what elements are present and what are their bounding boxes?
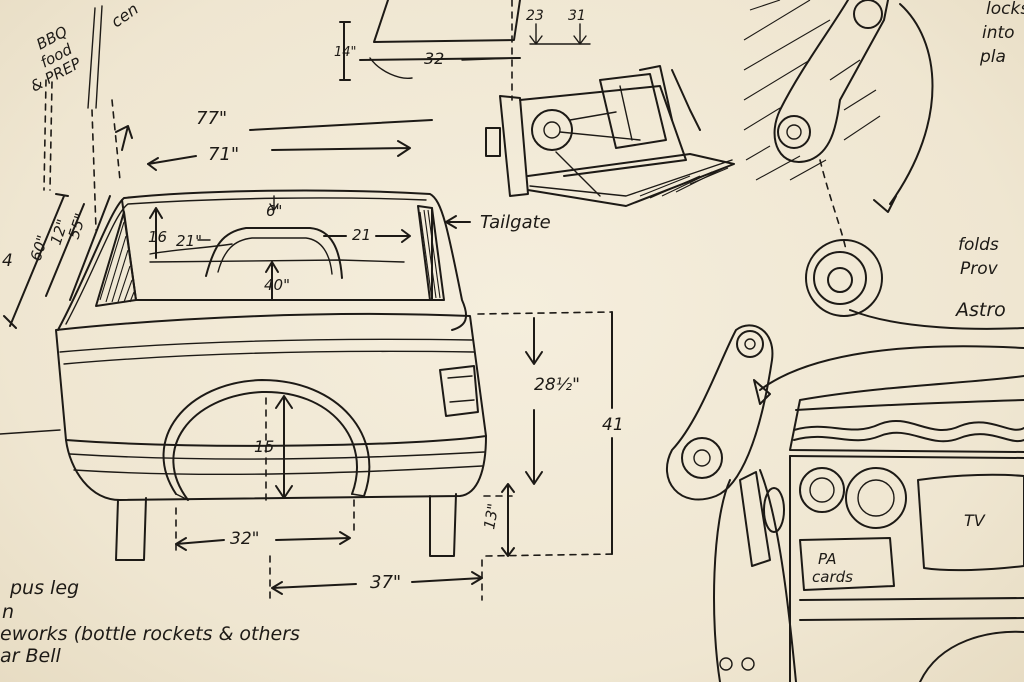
dim-23: 23: [526, 8, 544, 24]
note-astro: Astro: [954, 299, 1006, 321]
dim-21a: 21": [176, 232, 202, 250]
dim-21b: 21: [352, 226, 371, 244]
dim-71-label: 71": [208, 144, 239, 165]
note-cen: cen: [107, 0, 141, 31]
pa-label-1: PA: [818, 550, 837, 568]
dims-left: 60" 12" 55" 4: [2, 193, 111, 329]
dashed-post-2: [91, 99, 121, 231]
dim-77-label: 77": [196, 108, 227, 129]
dim-55: 55": [65, 211, 90, 241]
note-locks-3: pla: [979, 47, 1006, 67]
dim-41: 41: [602, 415, 624, 435]
dim-31: 31: [568, 8, 586, 24]
tailgate-callout: Tailgate: [445, 212, 551, 233]
linkage-bottom: [666, 324, 1024, 501]
dim-40: 40": [264, 276, 290, 294]
hatching-left: [99, 221, 135, 303]
top-center-detail: 14" 32 23 31: [334, 0, 591, 101]
bottom-dims: 32" 37": [175, 499, 483, 601]
hatching-hitch: [639, 167, 729, 199]
hatching-linkage: [743, 0, 881, 181]
note-bell: ar Bell: [0, 645, 61, 667]
hitch-detail-sketch: [485, 65, 735, 207]
hatching-right: [419, 209, 441, 301]
note-pus-leg: pus leg: [9, 577, 79, 599]
tailgate-label: Tailgate: [480, 212, 551, 233]
notes-top-left: BBQ food & PREP cen: [27, 0, 142, 231]
note-locks-1: locks: [986, 0, 1024, 19]
pa-label-2: cards: [812, 568, 853, 586]
trailer-sketch: 15: [55, 189, 487, 561]
height-dims: 28½" 41 13": [477, 311, 624, 557]
dim-15: 15: [254, 437, 274, 456]
bed-dims: 16 21" 6" 21 40": [148, 195, 411, 301]
note-folds-1: folds: [958, 235, 999, 255]
dim-4: 4: [2, 251, 13, 271]
dashed-post: [43, 79, 53, 191]
dim-28: 28½": [534, 375, 580, 395]
dim-77: 77": [115, 108, 433, 151]
leader-lines: [87, 5, 103, 109]
tv-label: TV: [964, 511, 986, 530]
note-locks-2: into: [982, 23, 1015, 43]
note-n: n: [2, 601, 14, 623]
notes-top-right: locks into pla folds Prov Astro: [954, 0, 1024, 321]
dim-13: 13": [480, 502, 502, 531]
dim-6: 6": [266, 202, 282, 220]
dim-14: 14": [334, 45, 357, 60]
dim-32a: 32": [230, 529, 259, 549]
dim-32b: 32: [424, 49, 444, 68]
dashboard-console: TV PA cards: [713, 375, 1024, 682]
dim-71: 71": [147, 140, 411, 171]
dim-16: 16: [148, 228, 167, 246]
dim-37: 37": [370, 572, 401, 593]
notes-bottom-left: pus leg n eworks (bottle rockets & other…: [0, 429, 300, 667]
note-folds-2: Prov: [960, 259, 999, 279]
linkage-top: [743, 0, 1024, 330]
note-fireworks: eworks (bottle rockets & others: [0, 623, 300, 645]
